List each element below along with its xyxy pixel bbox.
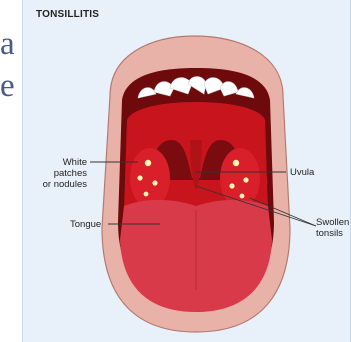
patch	[243, 177, 248, 182]
patch	[144, 192, 149, 197]
white-patches-label: White patches or nodules	[43, 157, 87, 190]
patch	[137, 175, 142, 180]
patch	[233, 160, 239, 166]
swollen-tonsils-label-line1: Swollen	[316, 217, 349, 228]
swollen-tonsils-label: Swollen tonsils	[316, 217, 349, 239]
patch	[240, 194, 245, 199]
right-tonsil	[220, 148, 260, 208]
white-patches-label-line3: or nodules	[23, 179, 87, 190]
swollen-tonsils-label-line2: tonsils	[316, 228, 349, 239]
patch	[229, 183, 234, 188]
tongue-label: Tongue	[70, 219, 101, 230]
uvula-label: Uvula	[290, 167, 314, 178]
white-patches-label-line1: White	[43, 157, 87, 168]
patch	[152, 180, 157, 185]
patch	[145, 160, 151, 166]
left-tonsil	[130, 148, 170, 208]
white-patches-label-line2: patches	[43, 168, 87, 179]
